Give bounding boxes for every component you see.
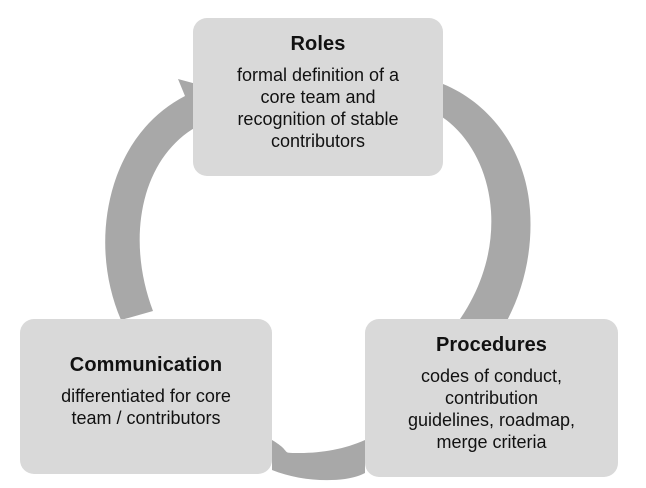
node-roles-title: Roles <box>290 33 346 55</box>
node-communication[interactable]: Communication differentiated for core te… <box>20 319 272 474</box>
node-roles[interactable]: Roles formal definition of a core team a… <box>193 18 443 176</box>
node-roles-description: formal definition of a core team and rec… <box>236 65 400 151</box>
node-procedures[interactable]: Procedures codes of conduct, contributio… <box>365 319 618 477</box>
node-communication-description: differentiated for core team / contribut… <box>61 385 231 428</box>
node-procedures-title: Procedures <box>435 334 548 356</box>
node-communication-title: Communication <box>69 353 223 376</box>
node-procedures-description: codes of conduct, contribution guideline… <box>407 366 576 452</box>
arc-roles-to-procedures <box>430 84 531 361</box>
arc-procedures-to-communication <box>272 440 365 481</box>
